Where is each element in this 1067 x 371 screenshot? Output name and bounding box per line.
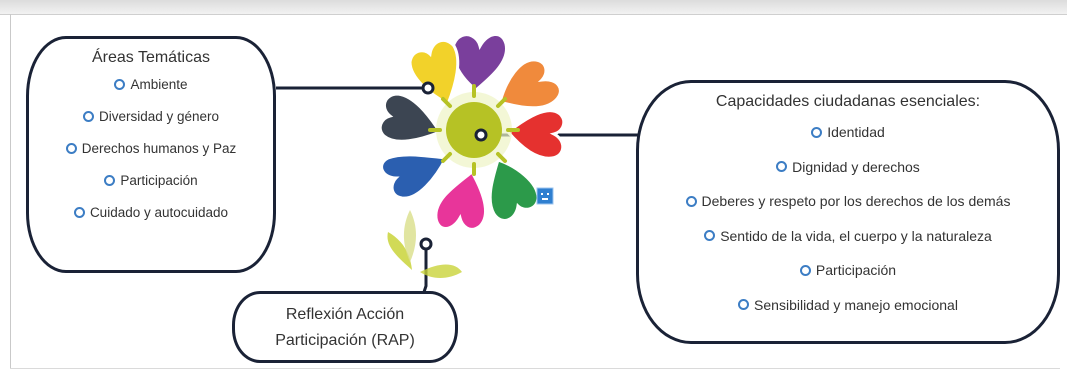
areas-list: Ambiente Diversidad y género Derechos hu… (29, 69, 273, 229)
heart-gray-icon (378, 92, 443, 143)
list-item: Participación (639, 253, 1057, 288)
bullet-icon (114, 78, 126, 90)
bullet-icon (776, 161, 788, 173)
list-item: Participación (29, 165, 273, 197)
rap-line-2: Participación (RAP) (275, 332, 415, 349)
frame-bottom-edge (10, 368, 1060, 369)
areas-title: Áreas Temáticas (92, 49, 210, 66)
rap-line-1: Reflexión Acción (285, 306, 405, 323)
areas-tematicas-box: Áreas Temáticas Ambiente Diversidad y gé… (26, 36, 276, 273)
list-item: Diversidad y género (29, 101, 273, 133)
bullet-icon (73, 206, 85, 218)
leaves-icon (387, 210, 462, 278)
bullet-icon (82, 110, 94, 122)
node-capacidades (474, 128, 488, 142)
heart-purple-icon (451, 33, 508, 92)
bullet-icon (65, 142, 77, 154)
list-item: Deberes y respeto por los derechos de lo… (639, 184, 1057, 219)
heart-red-icon (505, 109, 566, 160)
list-item: Identidad (639, 115, 1057, 150)
list-item: Sensibilidad y manejo emocional (639, 288, 1057, 323)
bullet-icon (811, 126, 823, 138)
bullet-icon (685, 195, 697, 207)
heart-petals (378, 33, 566, 231)
flower-center-icon (428, 84, 520, 176)
list-item: Derechos humanos y Paz (29, 133, 273, 165)
node-rap (419, 237, 433, 251)
heart-magenta-icon (434, 169, 487, 231)
list-item: Cuidado y autocuidado (29, 197, 273, 229)
list-item: Ambiente (29, 69, 273, 101)
heart-green-icon (488, 158, 540, 222)
bullet-icon (104, 174, 116, 186)
heart-blue-icon (380, 153, 449, 200)
connector-rap (422, 244, 428, 293)
bullet-icon (799, 264, 811, 276)
top-bar (0, 0, 1067, 15)
bullet-icon (704, 230, 716, 242)
rap-box: Reflexión Acción Participación (RAP) (232, 291, 458, 363)
list-item: Sentido de la vida, el cuerpo y la natur… (639, 219, 1057, 254)
frame-left-edge (10, 14, 11, 369)
node-areas (421, 81, 435, 95)
bullet-icon (738, 299, 750, 311)
capacidades-title: Capacidades ciudadanas esenciales: (715, 93, 981, 110)
heart-orange-icon (498, 58, 562, 110)
capacidades-list: Identidad Dignidad y derechos Deberes y … (639, 115, 1057, 322)
blue-square-icon (536, 187, 554, 205)
capacidades-box: Capacidades ciudadanas esenciales: Ident… (636, 80, 1060, 344)
heart-yellow-icon (408, 38, 460, 107)
list-item: Dignidad y derechos (639, 150, 1057, 185)
